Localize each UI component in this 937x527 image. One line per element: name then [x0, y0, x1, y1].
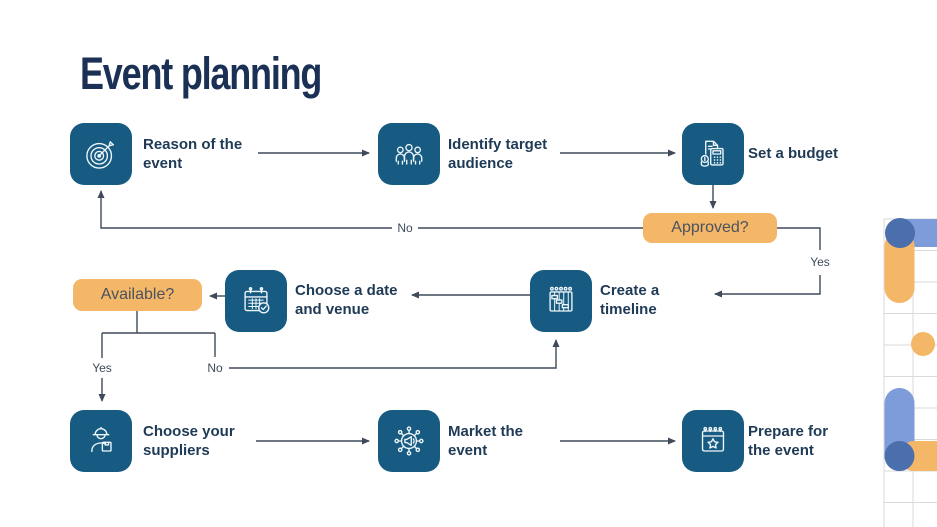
arrow-available-no-to-timeline [229, 339, 560, 369]
deco-orange-pill [884, 231, 915, 303]
node-label-timeline: Create a timeline [600, 282, 660, 318]
decision-approved-label: Approved? [671, 219, 749, 236]
decision-available-label: Available? [100, 286, 175, 303]
node-label-date: Choose a date and venue [295, 282, 398, 318]
edge-label-available-no: No [203, 361, 227, 375]
node-budget-icon-box [682, 123, 744, 185]
deco-dark-blue-circle-bottom [884, 441, 915, 471]
node-label-reason: Reason of the event [143, 136, 243, 172]
calendar-star-icon [701, 426, 725, 452]
node-label-suppliers: Choose your suppliers [143, 423, 235, 459]
audience-icon [395, 143, 423, 165]
deco-dark-blue-circle-top [885, 218, 915, 248]
connector-lines [97, 149, 821, 445]
node-label-budget: Set a budget [748, 145, 839, 162]
edge-label-approved-yes: Yes [806, 255, 834, 269]
gantt-timeline-icon [549, 286, 573, 312]
node-label-market: Market the event [448, 423, 524, 459]
node-label-prepare: Prepare for the event [748, 423, 829, 459]
budget-calculator-icon [700, 140, 724, 167]
decision-approved: Approved? [643, 213, 777, 243]
target-icon [86, 141, 115, 169]
node-timeline-icon-box [530, 270, 592, 332]
edge-label-approved-no: No [393, 221, 417, 235]
node-audience-icon-box [378, 123, 440, 185]
edge-label-available-yes: Yes [88, 361, 116, 375]
arrow-approved-no-to-reason [97, 190, 392, 229]
node-suppliers-icon-box [70, 410, 132, 472]
page-title: Event planning [80, 48, 322, 99]
calendar-check-icon [244, 286, 270, 314]
node-reason-icon-box [70, 123, 132, 185]
megaphone-network-icon [394, 426, 424, 456]
node-market-icon-box [378, 410, 440, 472]
line-available-split [101, 311, 216, 358]
node-prepare-icon-box [682, 410, 744, 472]
decision-available: Available? [73, 279, 202, 311]
line-approved-yes-down [777, 227, 821, 250]
supplier-worker-icon [91, 426, 112, 453]
deco-orange-dot [911, 332, 935, 356]
arrow-approved-yes-to-timeline [714, 275, 821, 298]
node-date-icon-box [225, 270, 287, 332]
node-label-audience: Identify target audience [448, 136, 548, 172]
